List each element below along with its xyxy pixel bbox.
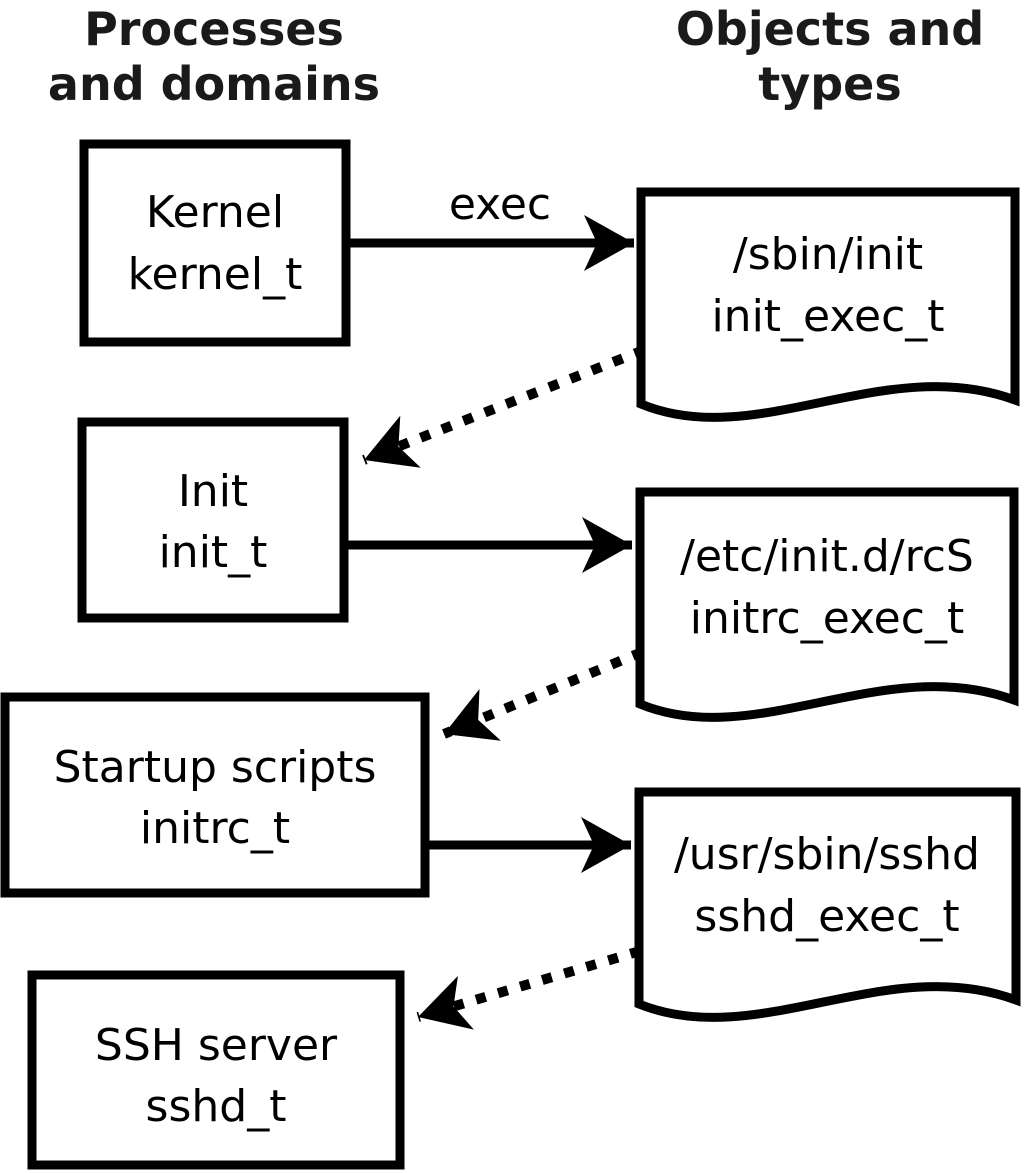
object-doc-usr-sbin-sshd-path: /usr/sbin/sshd [674, 829, 980, 880]
process-box-startup-scripts-domain: initrc_t [140, 803, 290, 854]
process-box-ssh-server-domain: sshd_t [146, 1081, 287, 1132]
object-doc-usr-sbin-sshd: /usr/sbin/sshd sshd_exec_t [634, 787, 1021, 1022]
process-box-startup-scripts-name: Startup scripts [54, 742, 377, 793]
column-header-processes-line2: and domains [48, 57, 380, 111]
process-box-ssh-server-name: SSH server [95, 1020, 338, 1071]
object-doc-sbin-init-shape [636, 187, 1020, 422]
transition-arrow-initrc-exec-to-initrc-t [442, 647, 644, 741]
transition-arrow-init-exec-to-init-t [362, 345, 646, 468]
object-doc-sbin-init-type: init_exec_t [711, 291, 944, 342]
process-box-kernel-domain: kernel_t [128, 249, 303, 300]
process-box-ssh-server: SSH server sshd_t [27, 970, 405, 1170]
object-doc-sbin-init-path: /sbin/init [733, 229, 923, 280]
object-doc-usr-sbin-sshd-type: sshd_exec_t [694, 891, 959, 942]
process-box-init-domain: init_t [159, 527, 268, 578]
exec-arrows: exec [347, 179, 634, 873]
object-doc-etc-initd-rcS-shape [635, 487, 1019, 722]
object-doc-etc-initd-rcS-type: initrc_exec_t [690, 593, 964, 644]
column-header-processes-line1: Processes [84, 2, 344, 56]
object-doc-usr-sbin-sshd-shape [634, 787, 1021, 1022]
process-box-kernel-rect [79, 139, 351, 347]
transition-arrows [362, 345, 646, 1030]
process-box-kernel-name: Kernel [146, 187, 284, 238]
object-doc-etc-initd-rcS: /etc/init.d/rcS initrc_exec_t [635, 487, 1019, 722]
column-header-objects: Objects and types [676, 2, 984, 111]
column-header-objects-line2: types [758, 57, 901, 111]
column-header-objects-line1: Objects and [676, 2, 984, 56]
process-box-init-name: Init [178, 466, 248, 517]
process-box-startup-scripts-rect [0, 692, 430, 898]
process-box-init: Init init_t [77, 417, 349, 623]
process-box-init-rect [77, 417, 349, 623]
process-box-startup-scripts: Startup scripts initrc_t [0, 692, 430, 898]
object-doc-sbin-init: /sbin/init init_exec_t [636, 187, 1020, 422]
object-doc-etc-initd-rcS-path: /etc/init.d/rcS [680, 531, 974, 582]
process-box-ssh-server-rect [27, 970, 405, 1170]
transition-arrow-sshd-exec-to-sshd-t [416, 946, 642, 1030]
process-box-kernel: Kernel kernel_t [79, 139, 351, 347]
exec-arrow-label: exec [449, 179, 551, 230]
column-header-processes: Processes and domains [48, 2, 380, 111]
